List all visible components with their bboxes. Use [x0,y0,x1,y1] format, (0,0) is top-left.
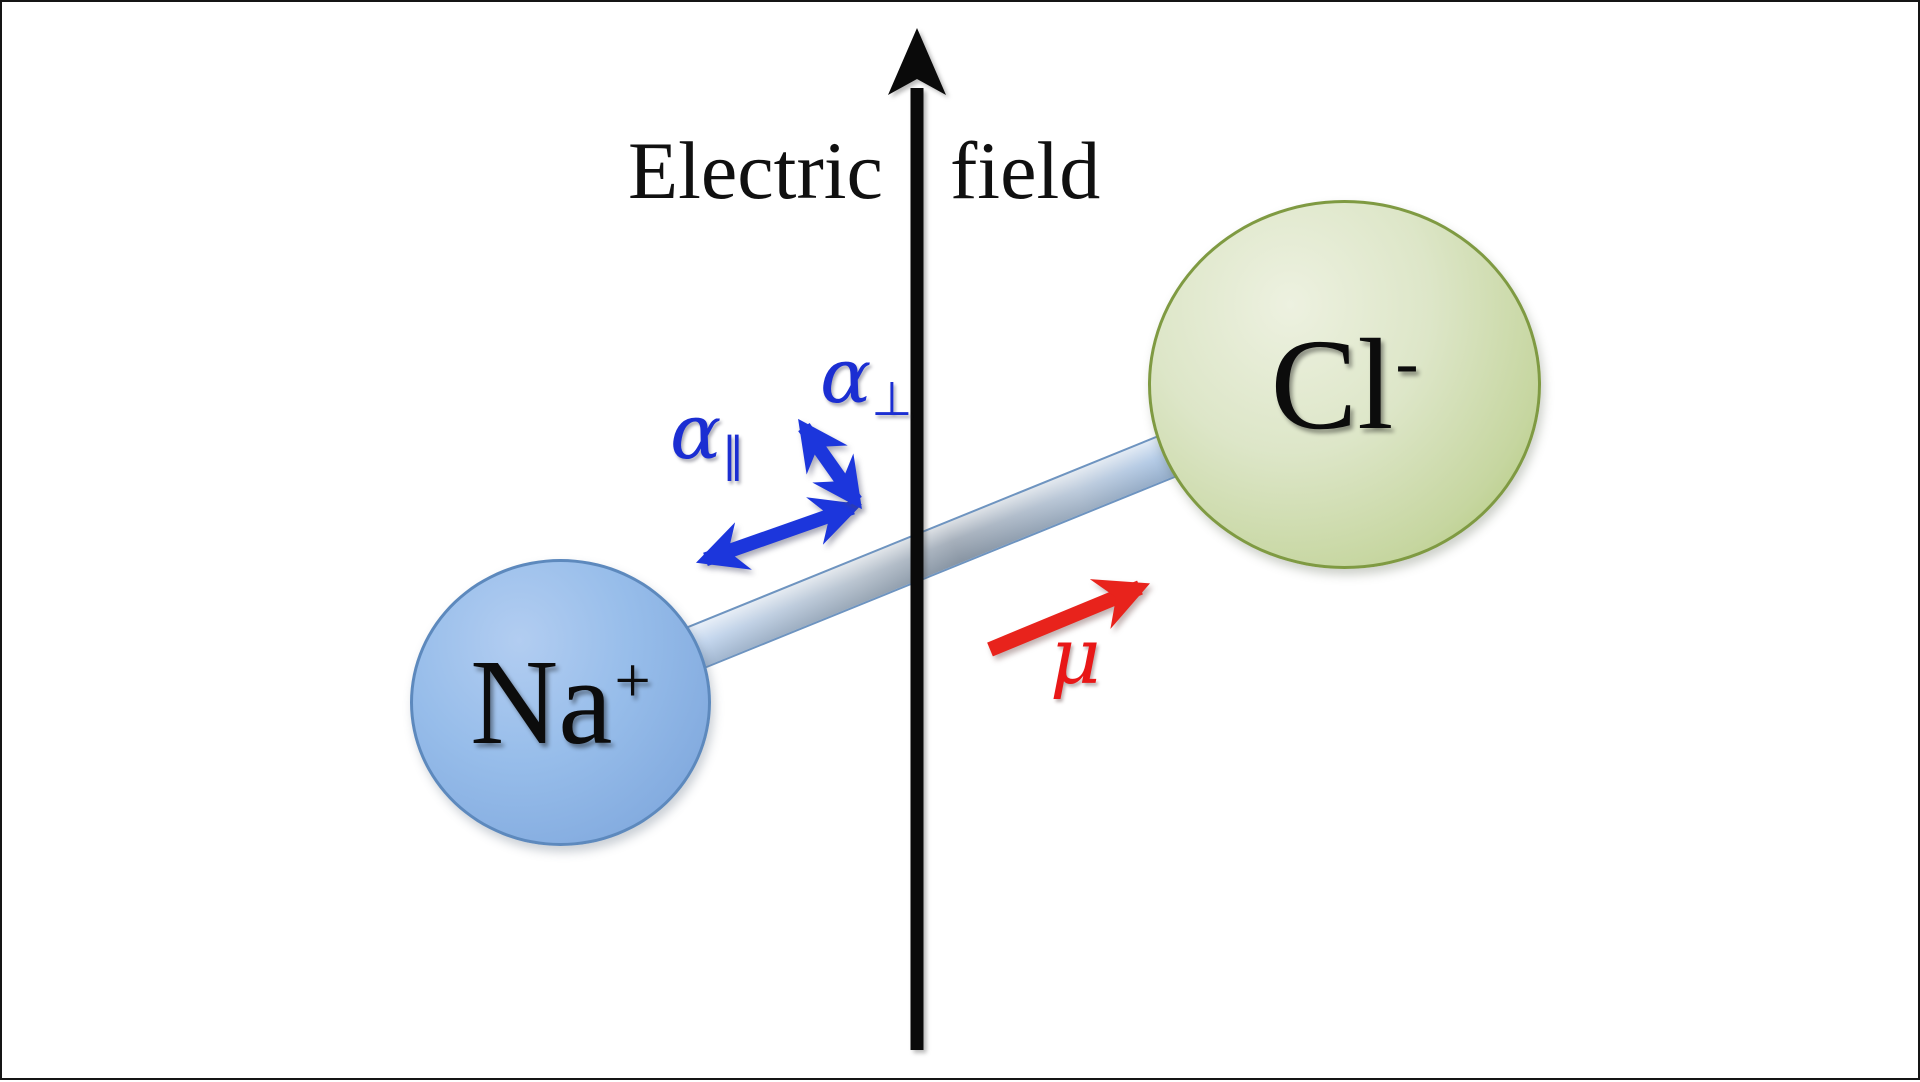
cl-ion-circle: Cl- [1148,200,1541,569]
alpha-perpendicular-label: α⊥ [820,338,912,424]
alpha-perpendicular-arrow [798,418,862,510]
dipole-moment-label: μ [1050,612,1101,702]
na-ion-label: Na+ [470,641,651,764]
alpha-parallel-arrow [695,497,863,570]
parallel-subscript: ∥ [721,428,745,484]
cl-symbol: Cl [1270,312,1394,457]
na-ion-circle: Na+ [410,559,711,846]
cl-charge: - [1395,323,1419,400]
alpha-parallel-arrow-shaft [695,497,863,570]
na-symbol: Na [470,634,613,770]
cl-ion-label: Cl- [1271,320,1419,450]
alpha-perpendicular-symbol: α [820,331,872,420]
alpha-parallel-symbol: α [670,387,722,476]
alpha-perpendicular-arrow-shaft [798,418,862,510]
perpendicular-subscript: ⊥ [871,372,913,428]
electric-field-caption-right: field [950,125,1101,216]
electric-field-caption-left: Electric [628,125,883,216]
na-charge: + [614,644,651,717]
alpha-parallel-label: α∥ [670,394,745,480]
electric-field-arrowhead [888,28,946,95]
